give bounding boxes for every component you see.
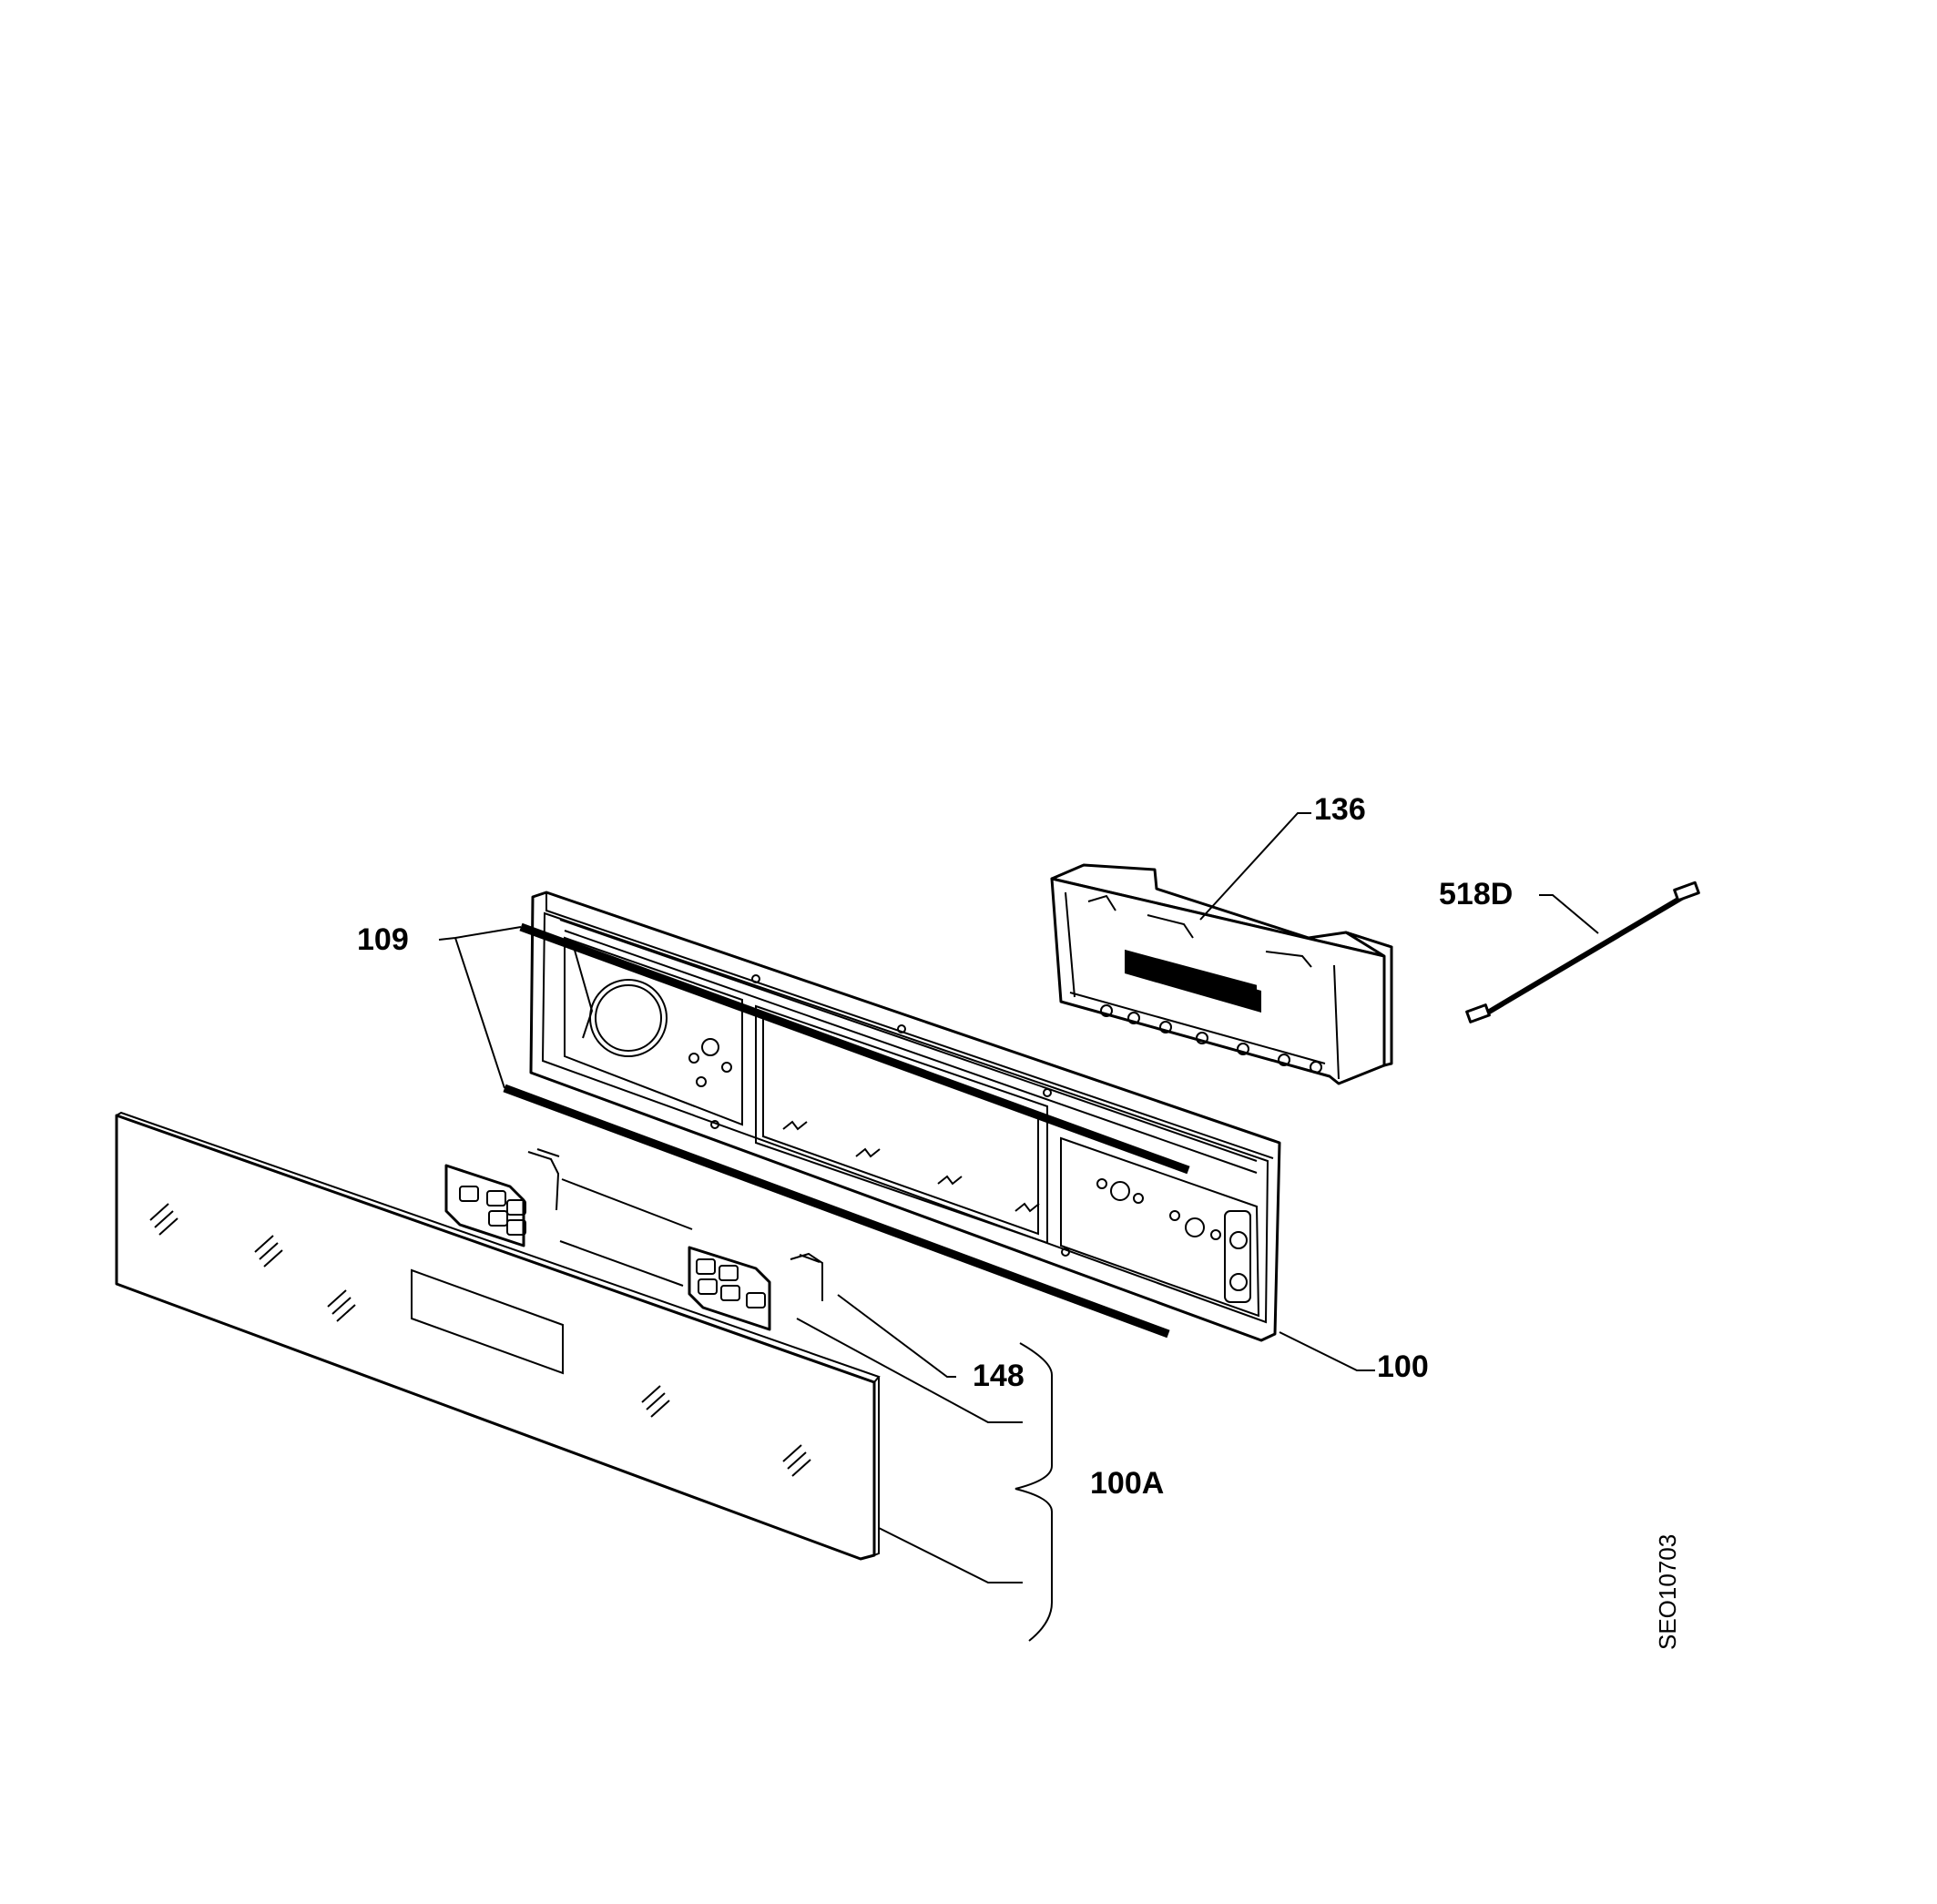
part-518d-wiring-harness xyxy=(1465,881,1700,1023)
part-136-control-module xyxy=(1050,863,1393,1085)
gasket-upper xyxy=(519,922,1190,1175)
callout-518d: 518D xyxy=(1439,877,1513,911)
callout-136: 136 xyxy=(1314,792,1366,827)
part-109-gaskets xyxy=(503,922,1190,1339)
part-148-keypads xyxy=(444,1148,823,1331)
part-100a-glass-panel xyxy=(115,1111,881,1561)
callout-148: 148 xyxy=(973,1359,1025,1393)
callout-109: 109 xyxy=(357,922,409,957)
callout-labels: 109 136 518D 148 100 100A SEO10703 xyxy=(357,792,1681,1650)
callout-100a: 100A xyxy=(1090,1466,1164,1501)
gasket-lower xyxy=(503,1084,1170,1339)
part-100-panel-frame xyxy=(529,891,1281,1342)
callout-100: 100 xyxy=(1377,1349,1429,1384)
drawing-code: SEO10703 xyxy=(1654,1534,1681,1650)
leader-lines xyxy=(438,812,1599,1642)
